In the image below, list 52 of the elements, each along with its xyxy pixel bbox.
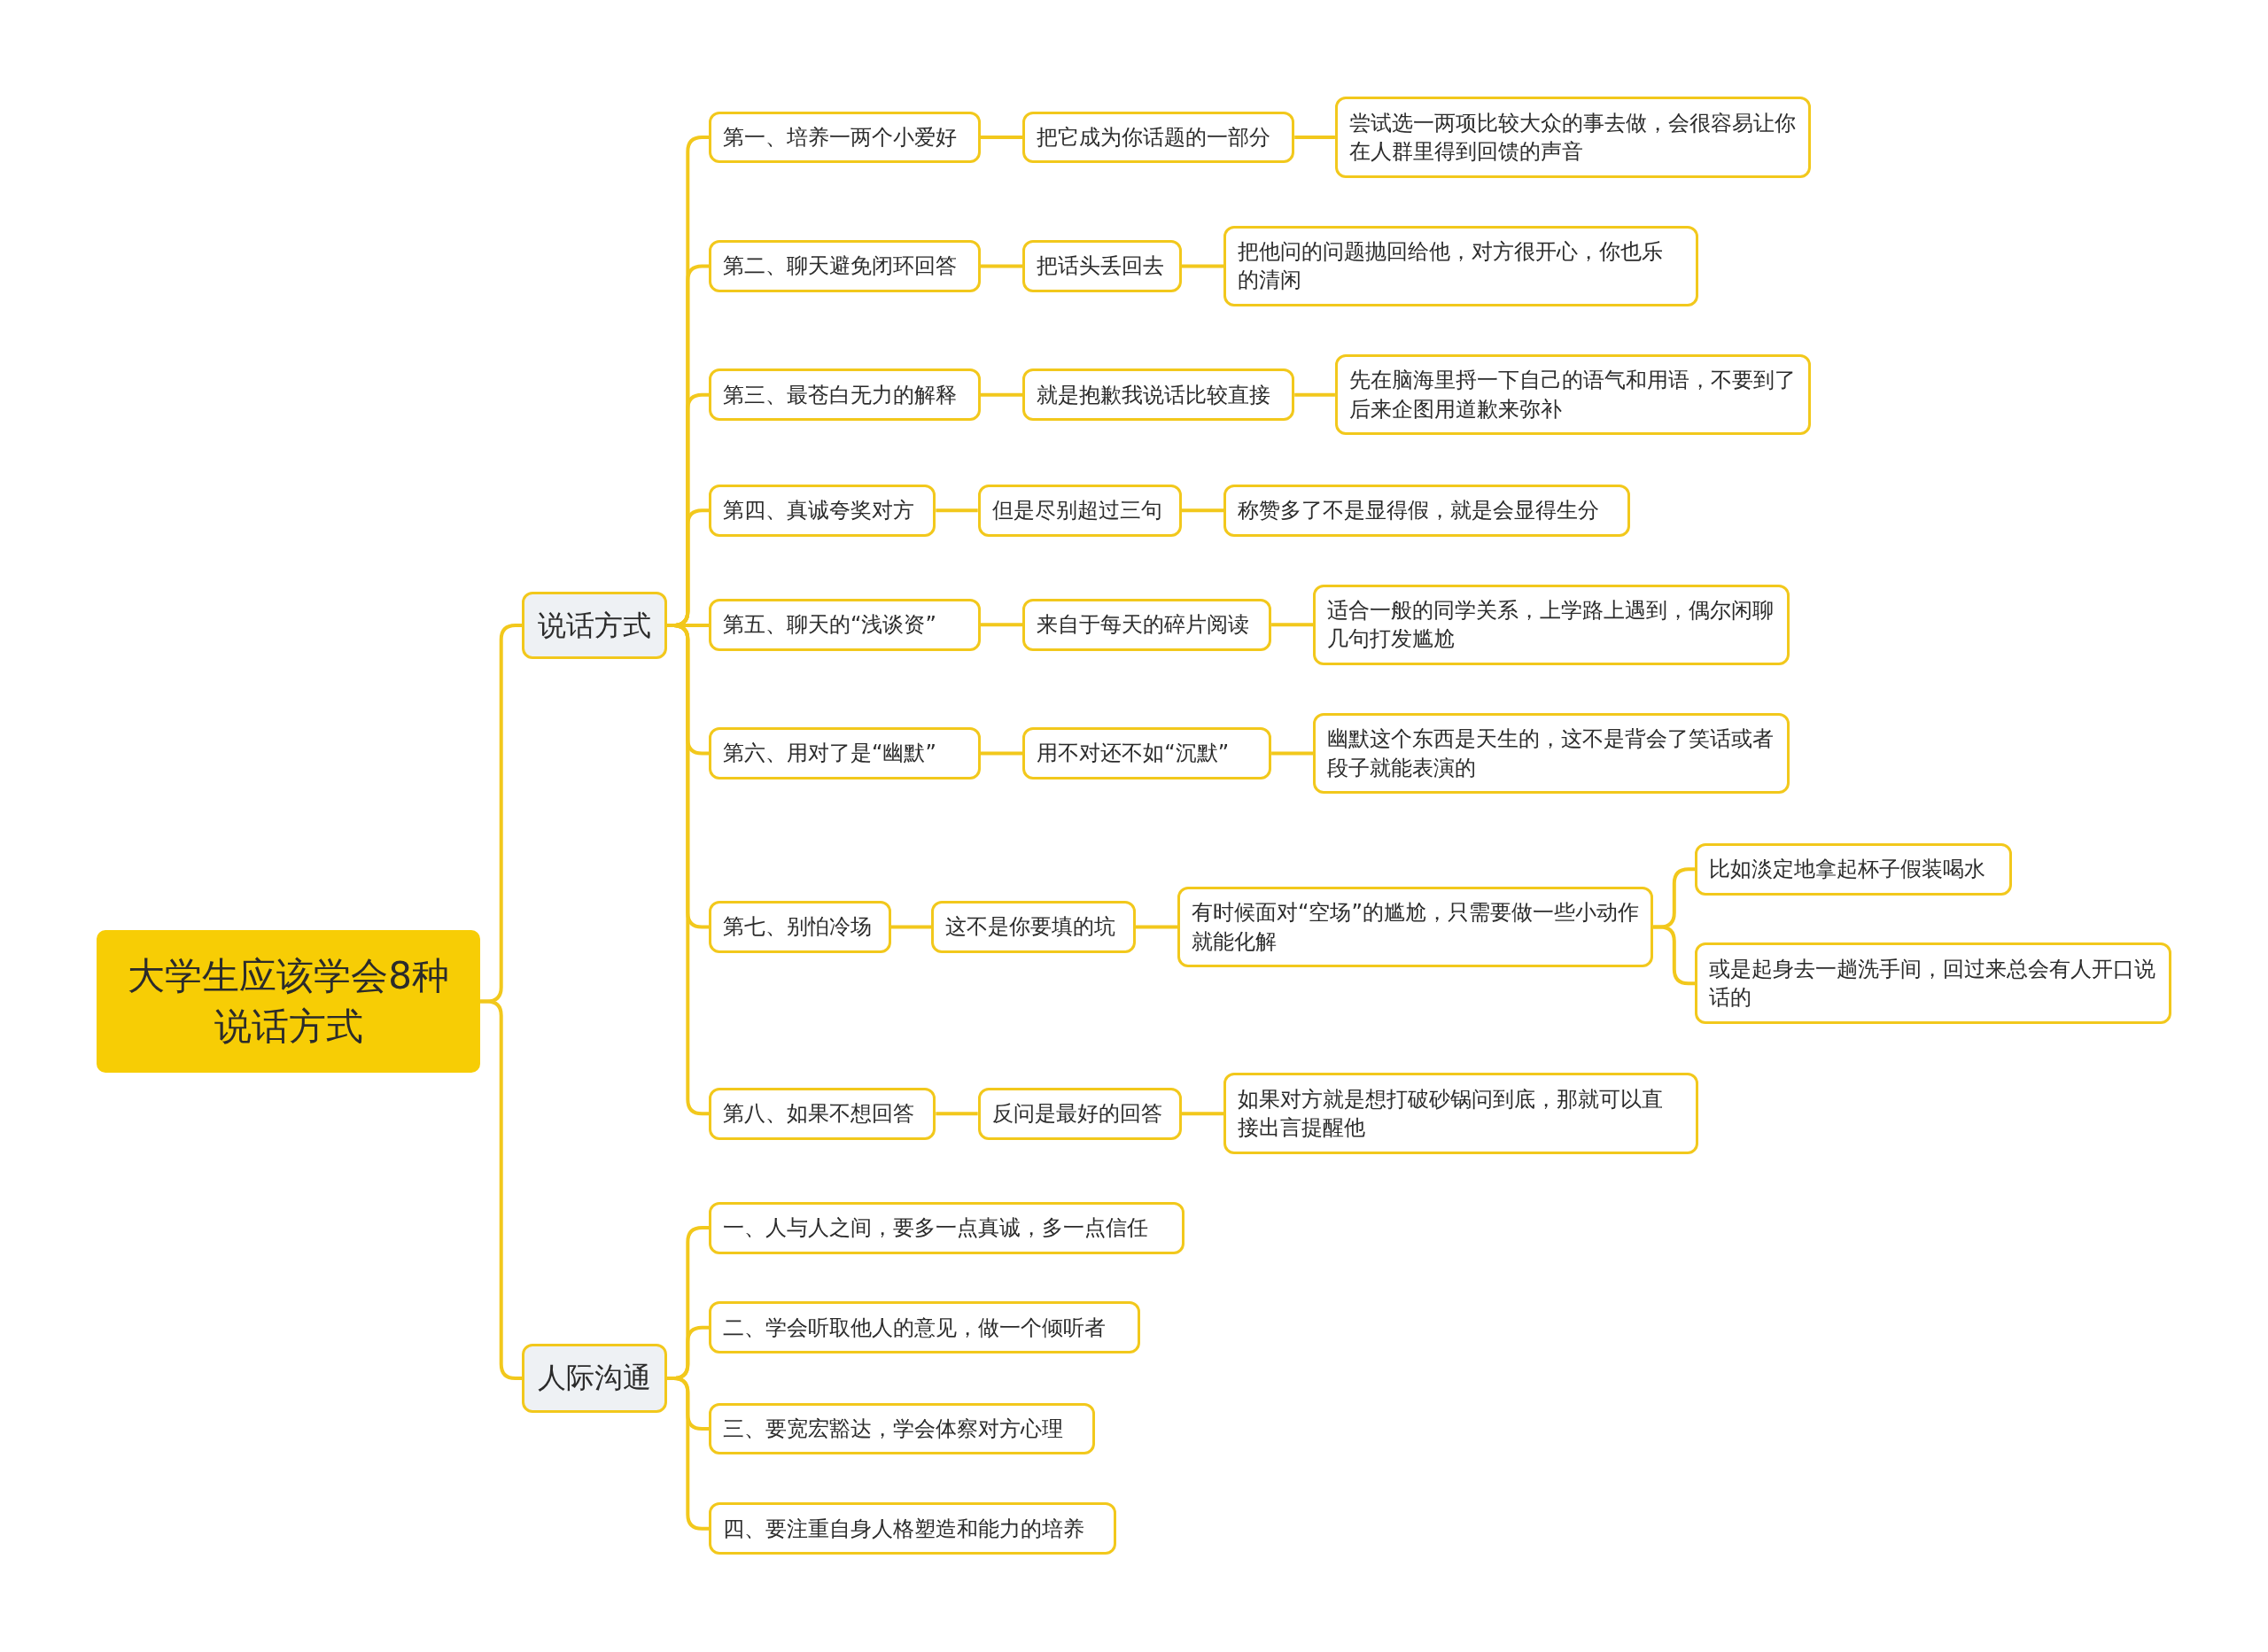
topic-box: 第六、用对了是“幽默” [709,727,981,779]
topic-box: 一、人与人之间，要多一点真诚，多一点信任 [709,1201,1185,1254]
connector-line [936,1112,978,1116]
topic-box: 第一、培养一两个小爱好 [709,111,981,164]
topic-box: 第四、真诚夸奖对方 [709,484,936,537]
connector-line [1294,392,1335,397]
topic-box: 来自于每天的碎片阅读 [1022,598,1272,651]
topic-box: 第七、别怕冷场 [709,901,891,953]
connector-line [1271,751,1314,756]
topic-box: 第二、聊天避免闭环回答 [709,240,981,292]
topic-box: 这不是你要填的坑 [931,901,1136,953]
connector-line [980,264,1023,268]
topic-box: 第八、如果不想回答 [709,1087,936,1140]
topic-box: 就是抱歉我说话比较直接 [1022,368,1295,422]
topic-box: 把它成为你话题的一部分 [1022,111,1295,164]
connector-line [936,508,978,513]
connector-line [1294,136,1335,140]
connector-line [980,392,1023,397]
topic-box: 反问是最好的回答 [977,1087,1182,1140]
connector-line [666,1376,709,1531]
connector-line [890,925,932,929]
topic-box: 尝试选一两项比较大众的事去做，会很容易让你在人群里得到回馈的声音 [1334,97,1812,178]
topic-box: 有时候面对“空场”的尴尬，只需要做一些小动作就能化解 [1177,886,1654,968]
connector-line [1653,925,1696,986]
topic-box: 称赞多了不是显得假，就是会显得生分 [1223,484,1630,537]
topic-box: 二、学会听取他人的意见，做一个倾听者 [709,1301,1140,1354]
topic-box: 把他问的问题抛回给他，对方很开心，你也乐的清闲 [1223,225,1698,307]
connector-line [1181,1112,1224,1116]
central-topic-box: 大学生应该学会8种说话方式 [97,929,480,1074]
topic-box: 把话头丢回去 [1022,240,1182,292]
topic-box: 幽默这个东西是天生的，这不是背会了笑话或者段子就能表演的 [1313,712,1790,795]
main-branch-box: 说话方式 [522,591,667,660]
topic-box: 四、要注重自身人格塑造和能力的培养 [709,1502,1117,1555]
connector-line [1181,264,1224,268]
connector-line [1181,508,1224,513]
topic-box: 先在脑海里捋一下自己的语气和用语，不要到了后来企图用道歉来弥补 [1334,354,1812,436]
topic-box: 比如淡定地拿起杯子假装喝水 [1695,842,2012,896]
topic-box: 或是起身去一趟洗手间，回过来总会有人开口说话的 [1695,942,2171,1024]
connector-line [480,999,523,1380]
connector-line [980,136,1023,140]
connector-line [980,751,1023,756]
connector-line [1135,925,1177,929]
connector-line [1271,623,1314,627]
main-branch-box: 人际沟通 [522,1343,667,1414]
topic-box: 如果对方就是想打破砂锅问到底，那就可以直接出言提醒他 [1223,1073,1698,1154]
connector-line [980,623,1023,627]
topic-box: 适合一般的同学关系，上学路上遇到，偶尔闲聊几句打发尴尬 [1313,584,1790,665]
topic-box: 第三、最苍白无力的解释 [709,368,981,422]
topic-box: 但是尽别超过三句 [977,484,1182,537]
topic-box: 三、要宽宏豁达，学会体察对方心理 [709,1402,1095,1455]
topic-box: 第五、聊天的“浅谈资” [709,598,981,651]
topic-box: 用不对还不如“沉默” [1022,727,1272,779]
